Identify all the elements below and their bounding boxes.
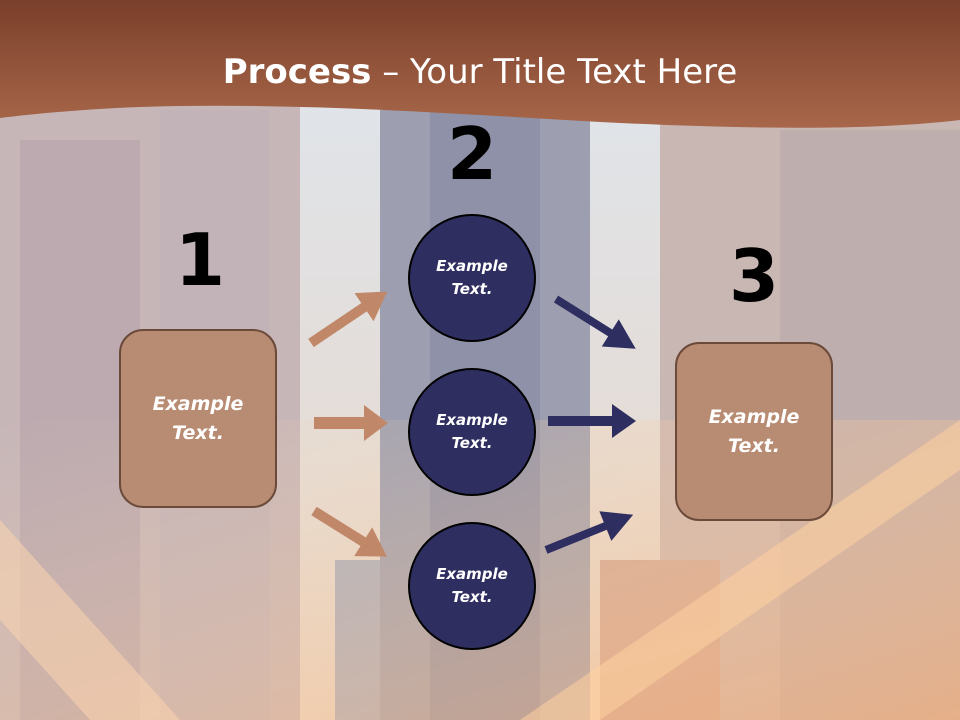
- arrow-left-down: [311, 506, 387, 557]
- page-title: Process – Your Title Text Here: [0, 52, 960, 92]
- step-number-3: 3: [728, 234, 780, 318]
- title-rest: – Your Title Text Here: [371, 52, 738, 92]
- circle-bottom-line2: Text.: [451, 588, 493, 606]
- circle-middle-line2: Text.: [451, 434, 493, 452]
- arrow-left-middle: [314, 405, 388, 441]
- end-box-line2: Text.: [728, 434, 780, 457]
- circle-middle-line1: Example: [436, 411, 508, 429]
- circle-top-line2: Text.: [451, 280, 493, 298]
- circle-bottom-line1: Example: [436, 565, 508, 583]
- arrow-right-down: [553, 295, 636, 349]
- arrow-right-middle: [548, 404, 636, 438]
- end-box-line1: Example: [708, 405, 800, 428]
- circle-top-line1: Example: [436, 257, 508, 275]
- start-box-line1: Example: [152, 392, 244, 415]
- step-number-2: 2: [446, 112, 498, 196]
- arrow-left-up: [308, 291, 388, 348]
- arrow-right-up: [544, 511, 634, 554]
- step-number-1: 1: [174, 218, 226, 302]
- title-bold: Process: [222, 52, 372, 92]
- start-box-line2: Text.: [172, 421, 224, 444]
